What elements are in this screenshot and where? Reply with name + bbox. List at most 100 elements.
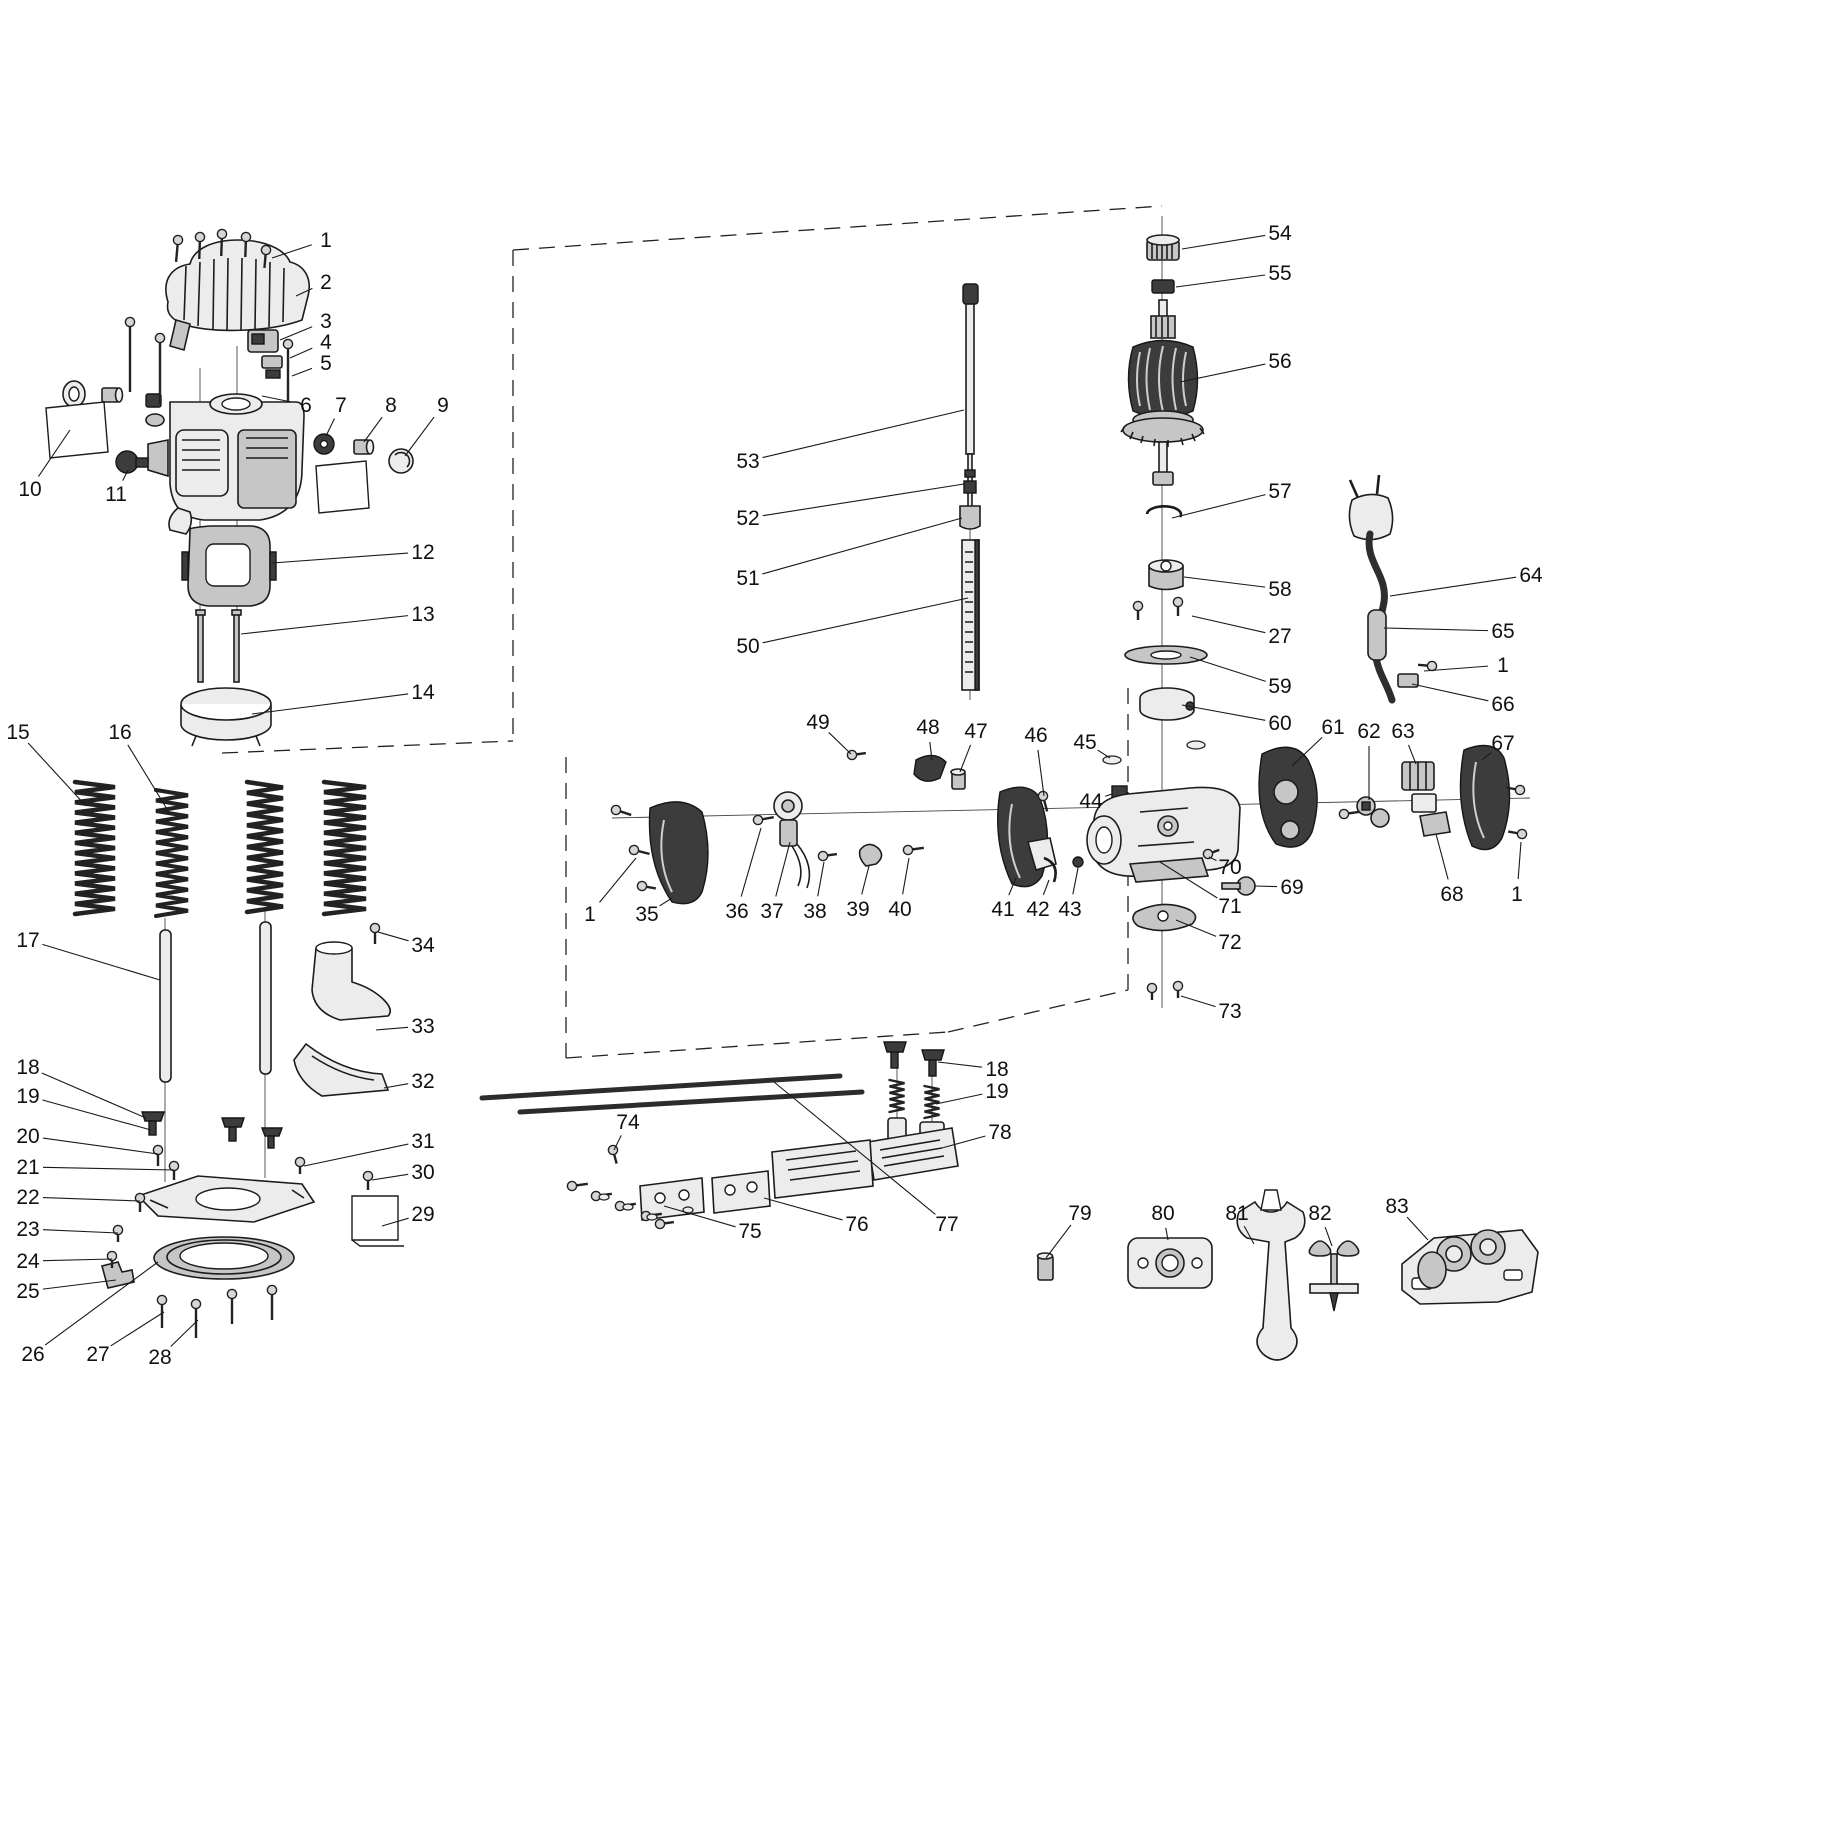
leader-line — [1423, 665, 1489, 672]
leader-line — [1037, 749, 1045, 797]
screw-head — [226, 1288, 238, 1300]
leader-line — [1291, 736, 1323, 767]
leader-line — [1008, 877, 1017, 896]
part-number-label: 73 — [1218, 1000, 1241, 1023]
screw-head — [1037, 790, 1049, 802]
assembly-plunge-base — [101, 921, 404, 1289]
part-number-label: 60 — [1268, 712, 1291, 735]
leader-line — [1179, 363, 1266, 383]
leader-line — [1171, 494, 1266, 519]
screw-head — [1426, 660, 1438, 672]
part-number-label: 49 — [806, 711, 829, 734]
screw-head — [172, 234, 184, 246]
part-number-label: 24 — [16, 1250, 40, 1273]
leader-line — [170, 1319, 199, 1347]
leader-line — [41, 1072, 147, 1119]
screw-head — [194, 231, 206, 243]
leader-line — [1183, 576, 1266, 588]
leader-line — [1097, 749, 1111, 759]
part-number-label: 33 — [411, 1015, 434, 1038]
leader-line — [1072, 867, 1079, 895]
leader-line — [1175, 274, 1266, 288]
part-number-label: 63 — [1391, 720, 1414, 743]
leader-line — [295, 287, 313, 297]
part-number-label: 6 — [300, 394, 312, 417]
part-number-label: 81 — [1225, 1202, 1248, 1225]
part-number-label: 38 — [803, 900, 826, 923]
leader-line — [762, 597, 969, 644]
leader-line — [1105, 793, 1113, 797]
leader-line — [1189, 656, 1266, 682]
assembly-depth-rod — [959, 283, 981, 691]
part-number-label: 19 — [985, 1080, 1008, 1103]
part-number-label: 19 — [16, 1085, 39, 1108]
leader-line — [1411, 683, 1489, 702]
part-number-label: 17 — [16, 929, 39, 952]
part-number-label: 27 — [1268, 625, 1291, 648]
screw-head — [362, 1170, 374, 1182]
screw-head — [817, 850, 829, 862]
part-number-label: 35 — [635, 903, 658, 926]
leader-line — [251, 693, 409, 715]
leader-line — [375, 1026, 409, 1031]
part-number-label: 4 — [320, 331, 332, 354]
boundary-dash-line — [565, 1031, 949, 1059]
part-number-label: 26 — [21, 1343, 44, 1366]
part-number-label: 22 — [16, 1186, 39, 1209]
part-number-label: 23 — [16, 1218, 39, 1241]
assembly-armature — [1120, 234, 1208, 721]
part-number-label: 16 — [108, 721, 131, 744]
leader-line — [1191, 615, 1266, 634]
screw-head — [282, 338, 294, 350]
leader-line — [762, 409, 965, 459]
part-number-label: 77 — [935, 1213, 958, 1236]
leader-line — [740, 827, 762, 897]
leader-line — [1042, 879, 1050, 896]
part-number-label: 64 — [1519, 564, 1543, 587]
leader-line — [663, 1205, 736, 1228]
part-number-label: 54 — [1268, 222, 1292, 245]
leader-line — [762, 517, 963, 575]
part-number-label: 18 — [16, 1056, 39, 1079]
spring-part — [888, 1078, 905, 1114]
part-number-label: 1 — [320, 229, 332, 252]
part-number-label: 5 — [320, 352, 332, 375]
leader-line — [1406, 1216, 1429, 1241]
screw-head — [628, 844, 640, 856]
part-number-label: 51 — [736, 567, 759, 590]
leader-line — [902, 857, 910, 895]
part-number-label: 13 — [411, 603, 434, 626]
leader-line — [381, 1217, 409, 1227]
leader-line — [27, 742, 87, 807]
screw-head — [1172, 980, 1184, 992]
part-number-label: 75 — [738, 1220, 761, 1243]
part-number-label: 8 — [385, 394, 397, 417]
part-number-label: 56 — [1268, 350, 1291, 373]
part-number-label: 7 — [335, 394, 347, 417]
leader-line — [42, 1166, 175, 1171]
spring-part — [244, 779, 284, 915]
part-number-label: 44 — [1079, 790, 1103, 813]
part-number-label: 72 — [1218, 931, 1241, 954]
screw-head — [654, 1218, 666, 1230]
leader-line — [1045, 1224, 1072, 1259]
screw-head — [1202, 848, 1214, 860]
leader-line — [1517, 841, 1522, 880]
leader-line — [1175, 919, 1217, 937]
part-number-label: 34 — [411, 934, 435, 957]
part-number-label: 42 — [1026, 898, 1049, 921]
leader-line — [1389, 576, 1517, 597]
leader-line — [110, 1311, 165, 1347]
leader-line — [44, 1261, 159, 1346]
screw-head — [1338, 808, 1350, 820]
leader-line — [762, 483, 965, 517]
leader-line — [828, 732, 852, 755]
screw-head — [566, 1180, 578, 1192]
leader-line — [404, 416, 435, 457]
screw-head — [106, 1250, 118, 1262]
part-number-label: 40 — [888, 898, 911, 921]
part-number-label: 10 — [18, 478, 41, 501]
leader-line — [42, 943, 161, 981]
screw-head — [260, 244, 272, 256]
